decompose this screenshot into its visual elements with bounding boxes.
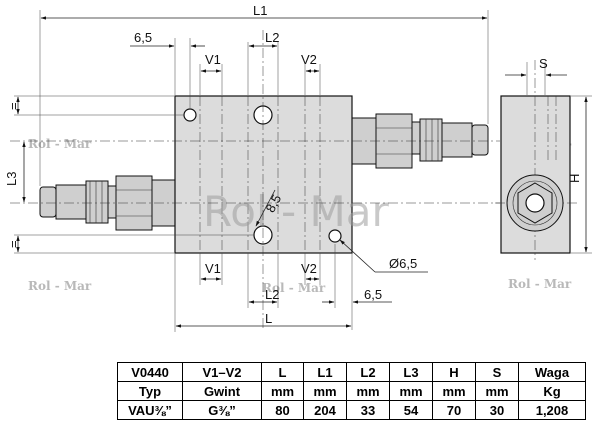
technical-drawing: Rol - Mar Rol - Mar Rol - Mar Rol - Mar … [4,3,592,332]
dim-8-5: 8,5 [255,189,285,227]
dim-S: S [505,56,567,95]
label-6-5-bottom: 6,5 [364,287,382,302]
watermark-left: Rol - Mar [28,137,92,151]
watermark-large: Rol - Mar [203,187,389,236]
mounting-hole-top [183,108,197,122]
spec-cell: H [432,362,476,382]
label-V1-bottom: V1 [205,261,221,276]
spec-cell: 30 [475,400,519,420]
spec-cell: mm [432,381,476,401]
dim-diameter: Ø6,5 [339,239,428,273]
spec-cell: Waga [518,362,586,382]
label-S: S [539,56,548,71]
spec-cell: 1,208 [518,400,586,420]
spec-cell: mm [346,381,390,401]
spec-cell: S [475,362,519,382]
spec-cell: mm [475,381,519,401]
spec-cell: Kg [518,381,586,401]
spec-cell: L1 [303,362,347,382]
spec-cell: L3 [389,362,433,382]
label-V1-top: V1 [205,52,221,67]
dim-H: H [567,95,592,254]
dim-L3: = L3 = [4,95,254,254]
spec-cell: V1–V2 [182,362,262,382]
label-8-5: 8,5 [263,192,285,215]
spec-cell: 54 [389,400,433,420]
spec-cell: VAU⅜” [117,400,183,420]
dim-L1: L1 [39,3,489,186]
spec-cell: 80 [261,400,304,420]
label-6-5-top: 6,5 [134,30,152,45]
dim-V1-V2-bottom: V1 V2 [199,253,321,285]
watermark-bottom-left: Rol - Mar [28,279,92,293]
dim-V1-V2-top: V1 V2 [199,52,321,95]
spec-cell: L2 [346,362,390,382]
label-L2-bottom: L2 [265,287,279,302]
label-L2-top: L2 [265,30,279,45]
spec-cell: 70 [432,400,476,420]
spec-cell: V0440 [117,362,183,382]
spec-cell: Gwint [182,381,262,401]
spec-cell: 204 [303,400,347,420]
dim-L: L [174,253,352,332]
side-view [495,60,580,260]
label-L3: L3 [4,172,19,186]
spec-cell: mm [303,381,347,401]
spec-cell: Typ [117,381,183,401]
dim-L2-top: 6,5 L2 [130,30,279,108]
watermark-bottom-right: Rol - Mar [508,277,572,291]
label-L: L [265,311,272,326]
label-eq-bottom: = [6,240,21,248]
spec-cell: 33 [346,400,390,420]
dim-L2-bottom: L2 6,5 [247,244,392,330]
mounting-hole-right [328,229,342,243]
spec-cell: G⅜” [182,400,262,420]
label-diameter: Ø6,5 [389,256,417,271]
spec-cell: L [261,362,304,382]
spec-cell: mm [389,381,433,401]
label-H: H [567,174,582,183]
spec-cell: mm [261,381,304,401]
label-eq-top: = [6,102,21,110]
label-V2-top: V2 [301,52,317,67]
label-V2-bottom: V2 [301,261,317,276]
label-L1: L1 [253,3,267,18]
